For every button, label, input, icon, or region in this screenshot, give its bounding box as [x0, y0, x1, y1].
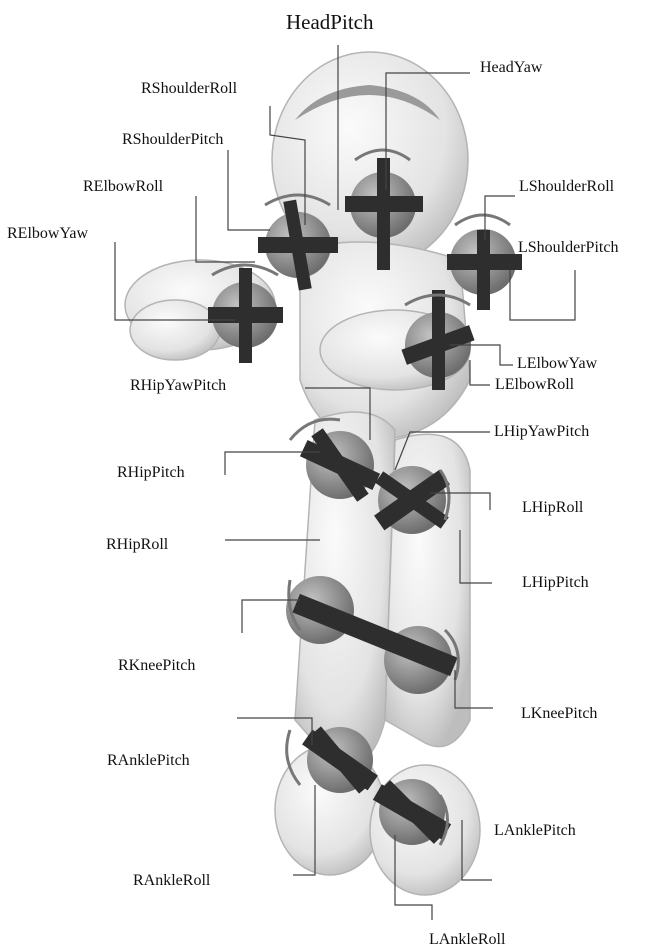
label-r-shoulder-roll: RShoulderRoll	[141, 81, 237, 97]
label-l-knee-pitch: LKneePitch	[521, 706, 597, 722]
label-r-shoulder-pitch: RShoulderPitch	[122, 132, 223, 148]
label-r-hip-roll: RHipRoll	[106, 537, 168, 553]
label-l-ankle-pitch: LAnklePitch	[494, 823, 576, 839]
label-l-ankle-roll: LAnkleRoll	[429, 932, 505, 948]
joint-l-hip	[374, 466, 450, 534]
leader-r-shoulder-pitch	[228, 150, 270, 230]
leader-l-elbow-roll	[470, 360, 490, 385]
label-l-hip-yaw-pitch: LHipYawPitch	[494, 424, 589, 440]
label-head-pitch: HeadPitch	[286, 12, 373, 33]
leader-l-shoulder-pitch	[510, 270, 575, 320]
label-l-hip-pitch: LHipPitch	[522, 575, 589, 591]
label-r-hip-pitch: RHipPitch	[117, 465, 185, 481]
label-r-ankle-pitch: RAnklePitch	[107, 753, 190, 769]
label-head-yaw: HeadYaw	[480, 60, 542, 76]
label-l-elbow-roll: LElbowRoll	[495, 377, 574, 393]
label-r-elbow-roll: RElbowRoll	[83, 179, 163, 195]
label-l-shoulder-roll: LShoulderRoll	[519, 179, 614, 195]
label-l-elbow-yaw: LElbowYaw	[517, 356, 597, 372]
label-r-knee-pitch: RKneePitch	[118, 658, 195, 674]
label-r-ankle-roll: RAnkleRoll	[133, 873, 210, 889]
label-r-hip-yaw-pitch: RHipYawPitch	[130, 378, 226, 394]
label-r-elbow-yaw: RElbowYaw	[7, 226, 88, 242]
label-l-hip-roll: LHipRoll	[522, 500, 583, 516]
leader-r-elbow-roll	[196, 196, 255, 262]
right-hand-shell	[130, 300, 220, 360]
label-l-shoulder-pitch: LShoulderPitch	[518, 240, 618, 256]
